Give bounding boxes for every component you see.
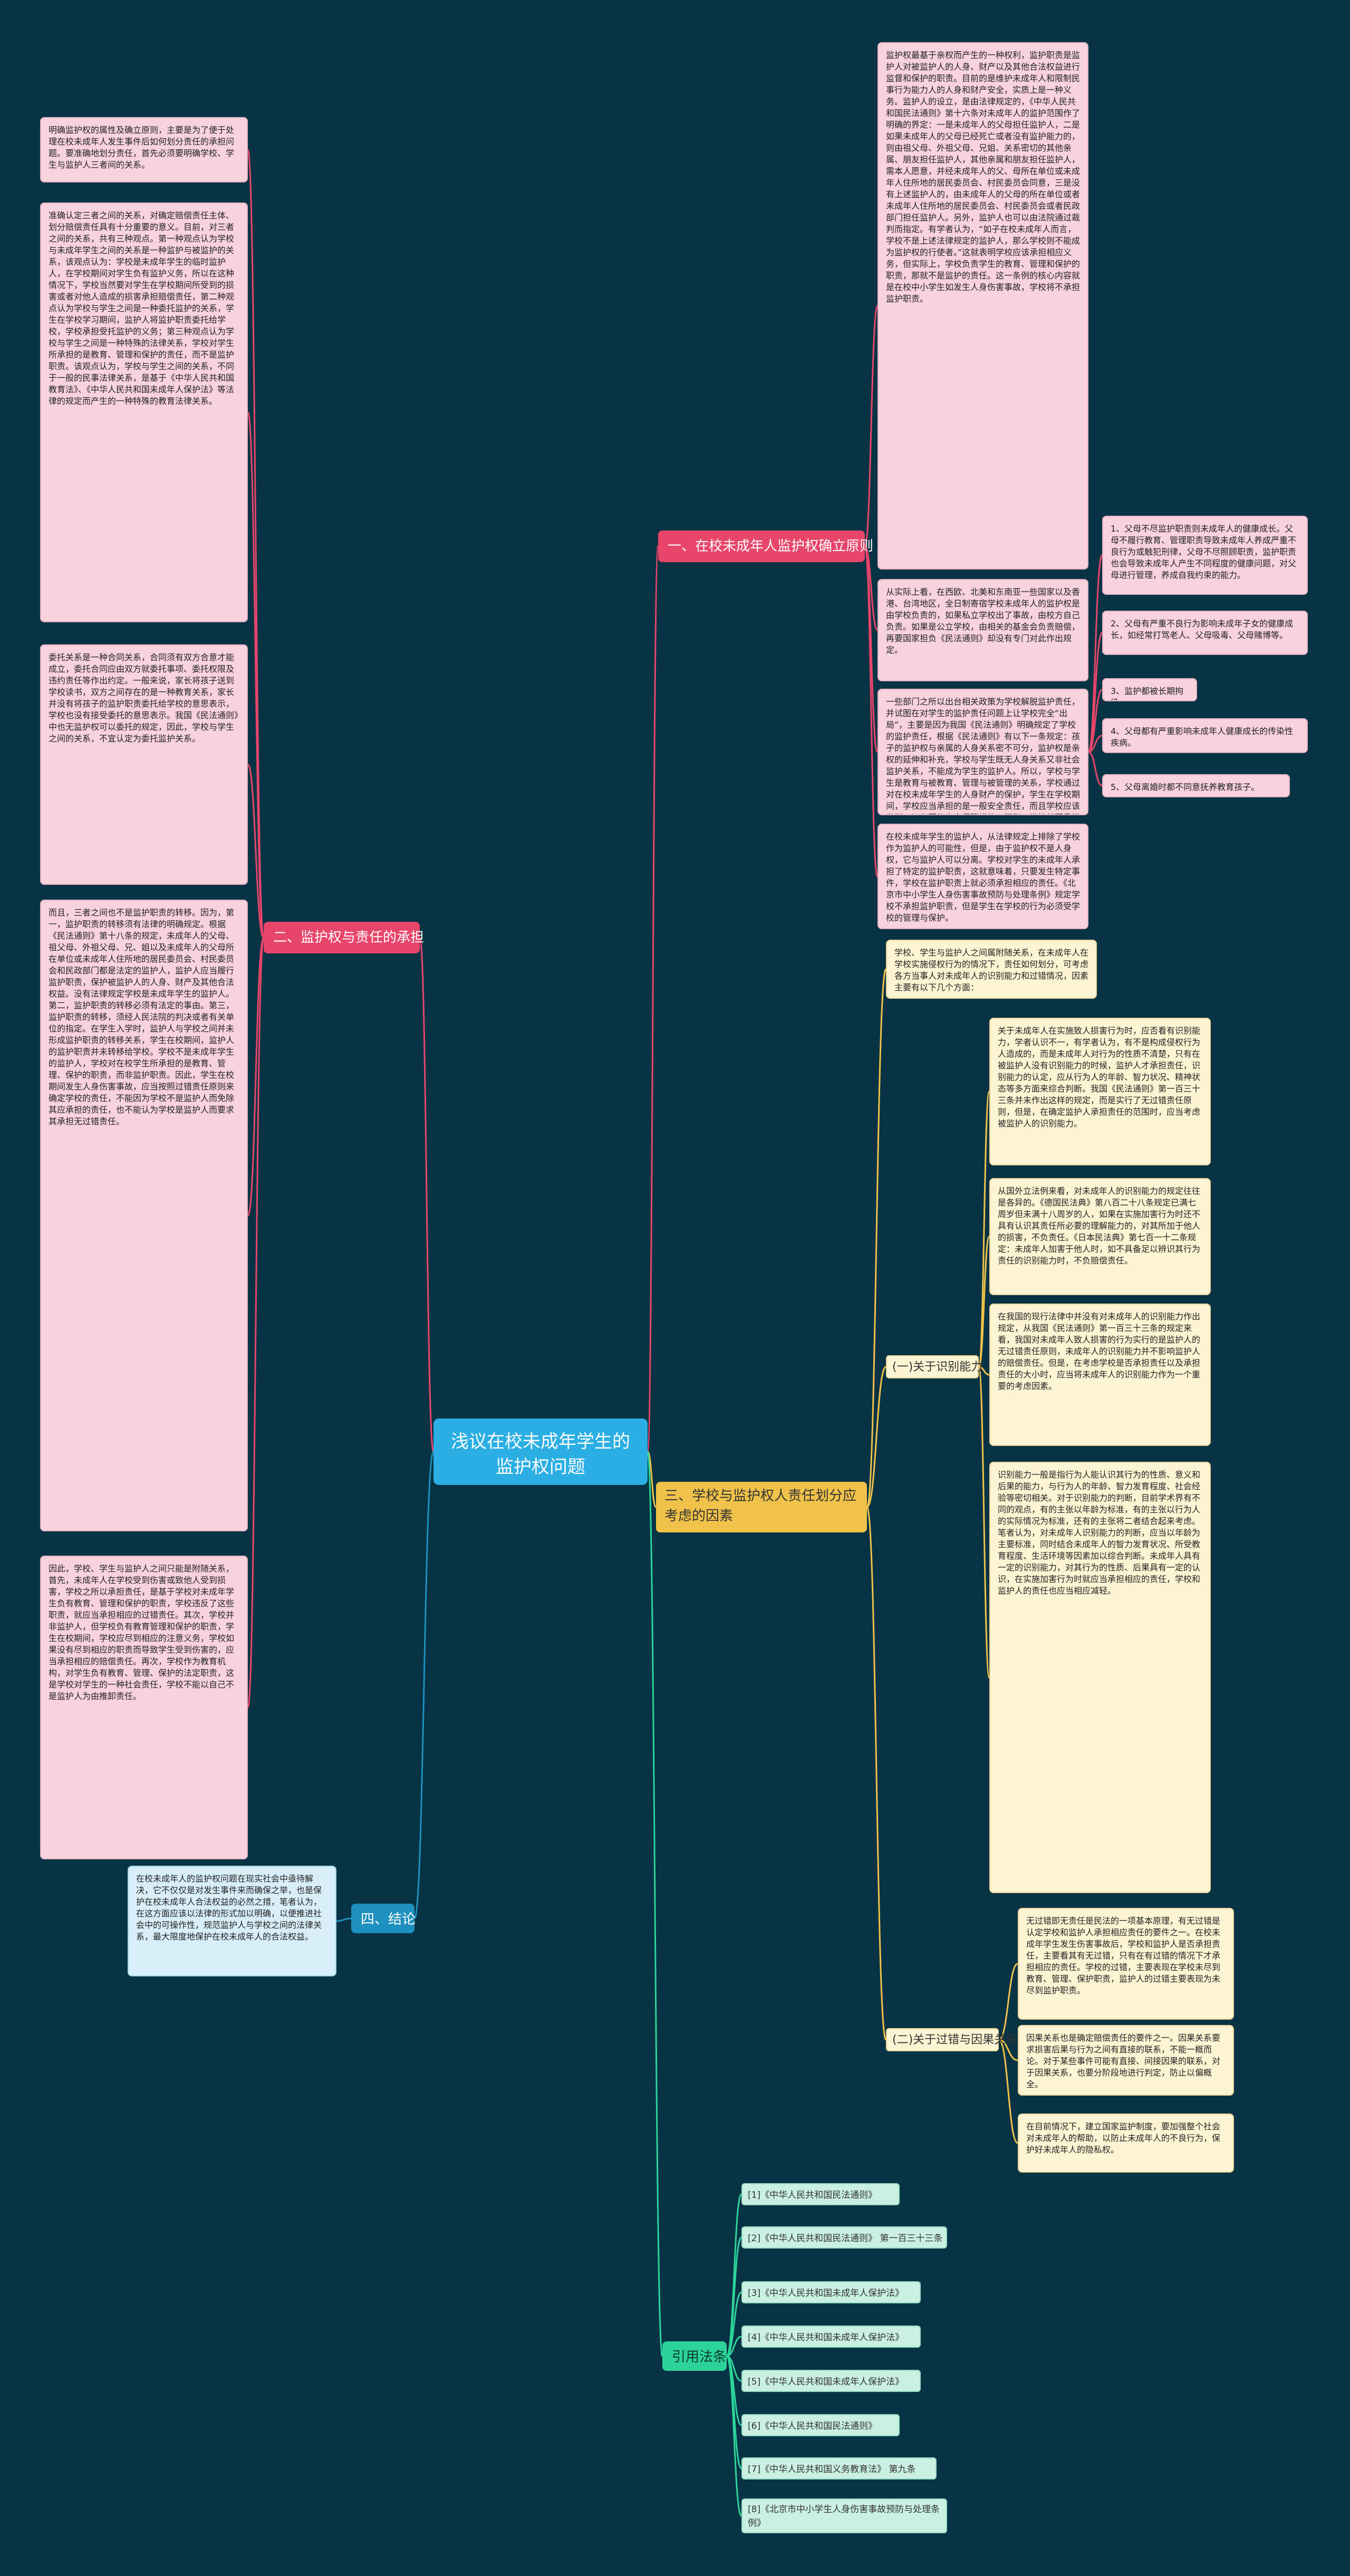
branch-one-text-4: 在校未成年学生的监护人，从法律规定上排除了学校作为监护人的可能性，但是，由于监护… <box>878 824 1088 929</box>
branch-one-sub-4: 4、父母都有严重影响未成年人健康成长的传染性疾病。 <box>1102 718 1308 753</box>
identification-text-4: 识别能力一般是指行为人能认识其行为的性质、意义和后果的能力，与行为人的年龄、智力… <box>989 1462 1211 1893</box>
reference-item-1[interactable]: [1]《中华人民共和国民法通则》 <box>741 2183 900 2205</box>
branch-four-text: 在校未成年人的监护权问题在现实社会中亟待解决，它不仅仅是对发生事件来而确保之举，… <box>128 1866 336 1976</box>
connector-center-topic-to-references-label <box>647 1451 663 2357</box>
fault-text-1: 无过错即无责任是民法的一项基本原理，有无过错是认定学校和监护人承担相应责任的要件… <box>1018 1908 1234 2020</box>
connector-branch-three-label-to-branch-three-intro <box>866 968 887 1508</box>
branch-one-sub-3: 3、监护都被长期拘役。 <box>1102 678 1197 701</box>
fault-text-3: 在目前情况下，建立国家监护制度，要加强整个社会对未成年人的帮助，以防止未成年人的… <box>1018 2114 1234 2173</box>
branch-three-label[interactable]: 三、学校与监护权人责任划分应考虑的因素 <box>656 1482 867 1532</box>
connector-center-topic-to-branch-one-label <box>647 545 659 1453</box>
branch-one-sub-5: 5、父母离婚时都不同意抚养教育孩子。 <box>1102 774 1290 797</box>
branch-three-intro: 学校、学生与监护人之间属附随关系，在未成年人在学校实施侵权行为的情况下，责任如何… <box>886 940 1097 999</box>
branch-two-text-3: 委托关系是一种合同关系，合同须有双方合意才能成立，委托合同应由双方就委托事项、委… <box>40 644 248 885</box>
connector-identification-ability-label-to-identification-text-4 <box>978 1366 990 1678</box>
reference-item-2[interactable]: [2]《中华人民共和国民法通则》 第一百三十三条 <box>741 2226 947 2249</box>
reference-item-5[interactable]: [5]《中华人民共和国未成年人保护法》 <box>741 2370 921 2392</box>
connector-fault-causation-label-to-fault-text-2 <box>998 2039 1018 2061</box>
fault-text-2: 因果关系也是确定赔偿责任的要件之一。因果关系要求损害后果与行为之间有直接的联系，… <box>1018 2025 1234 2096</box>
branch-four-label[interactable]: 四、结论 <box>351 1904 416 1933</box>
connector-identification-ability-label-to-identification-text-1 <box>978 1091 990 1368</box>
connector-references-label-to-reference-item-3 <box>726 2291 742 2357</box>
connector-center-topic-to-branch-four-label <box>413 1451 435 1919</box>
connector-branch-one-text-3-to-branch-one-sub-3 <box>1087 689 1103 753</box>
reference-item-3[interactable]: [3]《中华人民共和国未成年人保护法》 <box>741 2281 921 2303</box>
connector-references-label-to-reference-item-8 <box>726 2355 742 2517</box>
identification-text-1: 关于未成年人在实施致人损害行为时，应否看有识别能力，学者认识不一，有学者认为，有… <box>989 1018 1211 1165</box>
connector-identification-ability-label-to-identification-text-2 <box>978 1236 990 1368</box>
reference-item-6[interactable]: [6]《中华人民共和国民法通则》 <box>741 2414 900 2436</box>
connector-center-topic-to-branch-two-label <box>419 937 435 1453</box>
center-topic[interactable]: 浅议在校未成年学生的监护权问题 <box>433 1419 648 1485</box>
branch-two-text-4: 而且，三者之间也不是监护职责的转移。因为，第一，监护职责的转移须有法律的明确规定… <box>40 900 248 1531</box>
connector-branch-one-text-3-to-branch-one-sub-5 <box>1088 751 1103 787</box>
reference-item-4[interactable]: [4]《中华人民共和国未成年人保护法》 <box>741 2326 921 2348</box>
connector-branch-two-label-to-branch-two-text-4 <box>247 937 265 1217</box>
connector-references-label-to-reference-item-2 <box>726 2236 742 2357</box>
connector-branch-three-label-to-fault-causation-label <box>866 1506 887 2041</box>
connector-fault-causation-label-to-fault-text-3 <box>998 2039 1018 2144</box>
connector-branch-two-label-to-branch-two-text-3 <box>247 764 265 939</box>
references-label[interactable]: 引用法条 <box>662 2341 727 2371</box>
connector-branch-three-label-to-identification-ability-label <box>866 1366 887 1508</box>
connector-branch-two-label-to-branch-two-text-1 <box>247 149 265 939</box>
branch-one-label[interactable]: 一、在校未成年人监护权确立原则 <box>658 530 873 562</box>
branch-two-text-2: 准确认定三者之间的关系，对确定赔偿责任主体、划分赔偿责任具有十分重要的意义。目前… <box>40 202 248 622</box>
connector-branch-four-label-to-branch-four-text <box>336 1917 352 1922</box>
identification-ability-label[interactable]: (一)关于识别能力 <box>886 1355 982 1378</box>
connector-branch-one-text-3-to-branch-one-sub-4 <box>1088 735 1103 753</box>
fault-causation-label[interactable]: (二)关于过错与因果关系 <box>886 2028 1017 2051</box>
branch-one-text-1: 监护权最基于亲权而产生的一种权利，监护职责是监护人对被监护人的人身、财产以及其他… <box>878 42 1088 570</box>
connector-references-label-to-reference-item-4 <box>726 2336 742 2357</box>
reference-item-7[interactable]: [7]《中华人民共和国义务教育法》 第九条 <box>741 2457 937 2479</box>
connector-branch-two-label-to-branch-two-text-5 <box>247 937 265 1709</box>
connector-branch-two-label-to-branch-two-text-2 <box>247 411 265 939</box>
branch-one-sub-1: 1、父母不尽监护职责则未成年人的健康成长。父母不履行教育、管理职责导致未成年人养… <box>1102 516 1308 595</box>
branch-one-sub-2: 2、父母有严重不良行为影响未成年子女的健康成长，如经常打骂老人、父母吸毒、父母赌… <box>1102 611 1308 655</box>
connector-identification-ability-label-to-identification-text-3 <box>978 1366 990 1376</box>
connector-branch-one-label-to-branch-one-text-4 <box>864 545 879 877</box>
branch-two-text-1: 明确监护权的属性及确立原则，主要是为了便于处理在校未成年人发生事件后如何划分责任… <box>40 117 248 182</box>
branch-one-text-3: 一些部门之所以出台相关政策为学校解脱监护责任，并试图在对学生的监护责任问题上让学… <box>878 689 1088 815</box>
branch-two-label[interactable]: 二、监护权与责任的承担 <box>264 922 424 953</box>
connector-fault-causation-label-to-fault-text-1 <box>998 1963 1018 2041</box>
reference-item-8[interactable]: [8]《北京市中小学生人身伤害事故预防与处理条例》 <box>741 2498 947 2533</box>
connector-branch-one-label-to-branch-one-text-1 <box>864 305 879 547</box>
branch-one-text-2: 从实际上看，在西欧、北美和东南亚一些国家以及香港、台湾地区，全日制寄宿学校未成年… <box>878 579 1088 681</box>
identification-text-3: 在我国的现行法律中并没有对未成年人的识别能力作出规定，从我国《民法通则》第一百三… <box>989 1304 1211 1446</box>
identification-text-2: 从国外立法例来看，对未成年人的识别能力的规定往往是各异的。《德国民法典》第八百二… <box>989 1178 1211 1295</box>
branch-two-text-5: 因此，学校、学生与监护人之间只能是附随关系，首先，未成年人在学校受到伤害或致他人… <box>40 1556 248 1859</box>
connector-references-label-to-reference-item-1 <box>726 2193 742 2357</box>
